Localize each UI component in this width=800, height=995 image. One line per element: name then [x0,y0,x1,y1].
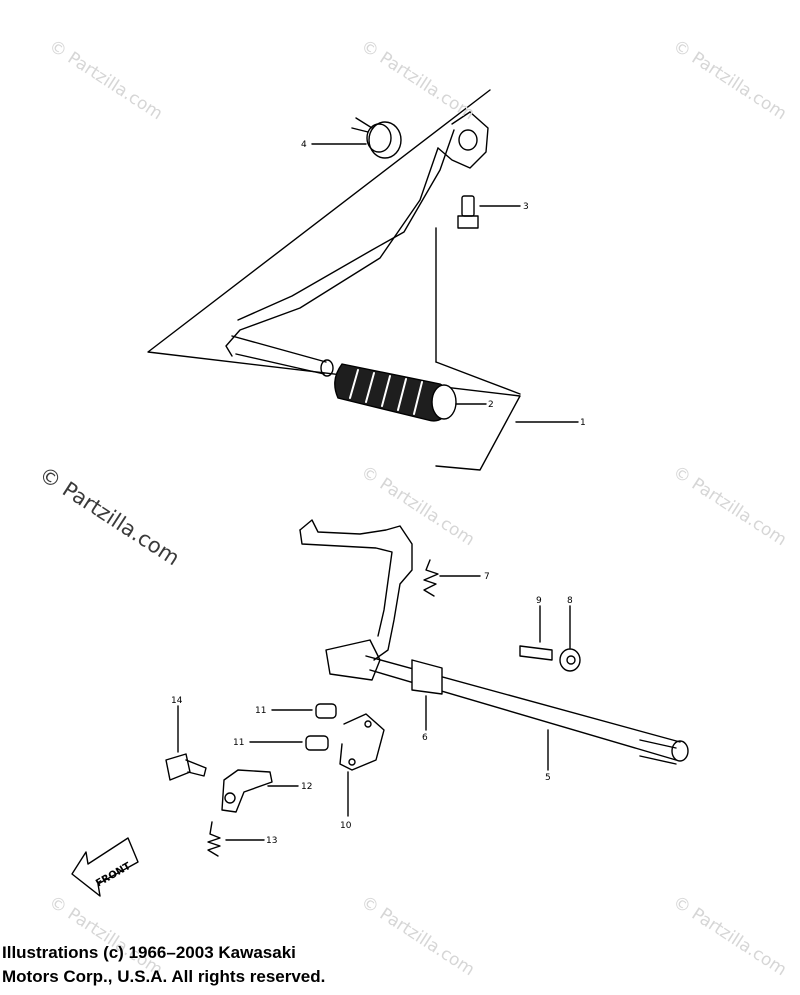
callout-7: 7 [484,572,490,582]
nut-part [559,648,581,672]
assembly-outline [147,89,521,471]
callout-12: 12 [301,782,312,792]
callout-11b: 11 [233,738,244,748]
callout-3: 3 [523,202,529,212]
copyright-line-1: Illustrations (c) 1966–2003 Kawasaki [2,943,296,962]
shift-lever-part [225,111,489,377]
guide-bracket-part [339,713,385,771]
shift-shaft-part [299,519,689,765]
copyright-line-2: Motors Corp., U.S.A. All rights reserved… [2,967,326,986]
lever-bolt-part [457,195,479,229]
pivot-bolt-part [165,753,207,781]
detent-lever-part [221,769,273,813]
callout-11a: 11 [255,706,266,716]
screw-part [305,703,337,751]
detent-spring-part [207,821,221,857]
callout-6: 6 [422,733,428,743]
callout-2: 2 [488,400,494,410]
spring-clip-part [351,117,402,159]
callout-13: 13 [266,836,277,846]
copyright-notice: Illustrations (c) 1966–2003 Kawasaki Mot… [2,941,325,989]
return-spring-part [423,559,439,597]
front-arrow-label: FRONT [94,861,133,890]
callout-9: 9 [536,596,542,606]
callout-5: 5 [545,773,551,783]
callout-1: 1 [580,418,586,428]
front-arrow-icon [71,837,139,897]
stud-bolt-part [519,645,553,661]
callout-8: 8 [567,596,573,606]
callout-14: 14 [171,696,183,706]
callout-10: 10 [340,821,352,831]
callout-4: 4 [301,140,307,150]
